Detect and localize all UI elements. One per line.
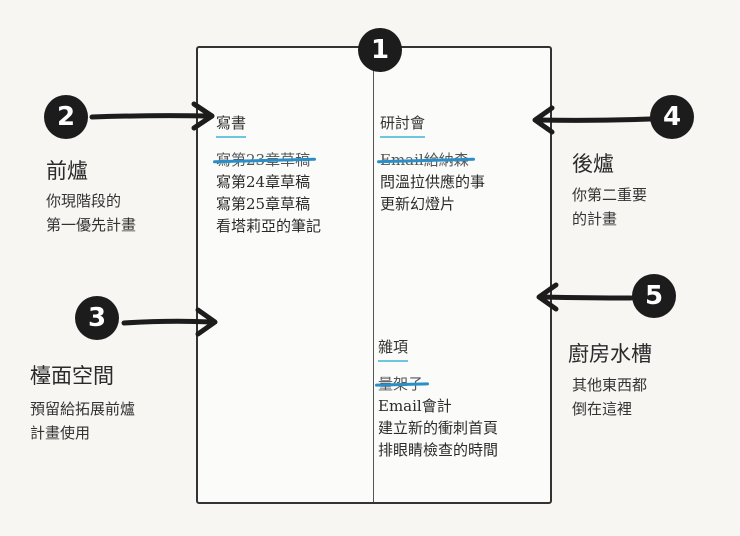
task-item: 更新幻燈片 [380,195,456,213]
task-item: Email會計 [378,397,452,415]
task-item: 寫第25章草稿 [216,195,311,213]
label-kitchen-sink-title: 廚房水槽 [568,342,652,366]
task-item: 問溫拉供應的事 [380,173,486,191]
task-item: 建立新的衝刺首頁 [378,419,499,437]
label-front-burner-line: 你現階段的 [46,192,122,210]
task-item: 寫第23章草稿 [216,151,311,169]
marker-5: 5 [632,274,676,318]
label-front-burner-line: 第一優先計畫 [46,216,137,234]
label-kitchen-sink-line: 其他東西都 [572,376,648,394]
marker-3: 3 [75,296,119,340]
label-counter-space-title: 檯面空間 [30,364,114,388]
task-item: 看塔莉亞的筆記 [216,217,322,235]
label-back-burner-line: 你第二重要 [572,186,648,204]
notebook-page [196,46,552,504]
marker-2: 2 [44,95,88,139]
section-title-misc: 雜項 [378,336,409,362]
task-item: Email給納森 [380,151,469,169]
label-back-burner-line: 的計畫 [572,210,618,228]
section-title-writing: 寫書 [216,112,247,138]
arrow-front-burner [89,113,211,120]
task-item: 排眼睛檢查的時間 [378,441,499,459]
notebook-spine [373,48,374,502]
section-title-conference: 研討會 [380,112,426,138]
arrow-kitchen-sink [539,294,634,301]
label-front-burner-title: 前爐 [46,159,88,183]
arrow-back-burner [535,116,653,123]
marker-4: 4 [650,95,694,139]
label-counter-space-line: 預留給拓展前爐 [30,400,136,418]
task-item: 寫第24章草稿 [216,173,311,191]
label-counter-space-line: 計畫使用 [30,424,91,442]
label-back-burner-title: 後爐 [572,152,614,176]
task-item: 量架子 [378,375,424,393]
label-kitchen-sink-line: 倒在這裡 [572,400,633,418]
marker-1: 1 [358,28,402,72]
